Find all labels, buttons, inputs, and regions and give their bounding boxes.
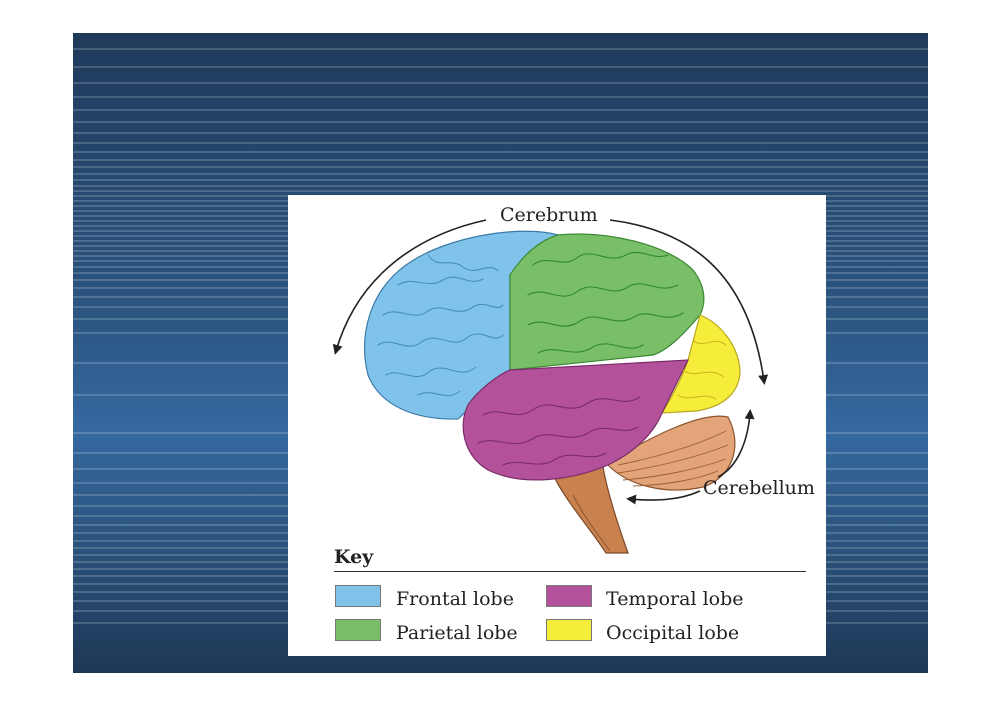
swatch-temporal-lobe bbox=[546, 585, 592, 607]
key-title: Key bbox=[334, 546, 374, 568]
cerebrum-arrow-left bbox=[332, 219, 487, 355]
brain-illustration bbox=[332, 219, 769, 554]
parietal-lobe bbox=[509, 233, 705, 371]
cerebellum-arrow-left bbox=[626, 490, 701, 505]
occipital-lobe bbox=[660, 314, 741, 414]
cerebellum-arrow-up bbox=[717, 409, 755, 478]
cerebrum-label: Cerebrum bbox=[500, 204, 598, 226]
key-label-temporal-lobe: Temporal lobe bbox=[606, 588, 744, 610]
key-label-frontal-lobe: Frontal lobe bbox=[396, 588, 514, 610]
key-label-parietal-lobe: Parietal lobe bbox=[396, 622, 518, 644]
swatch-occipital-lobe bbox=[546, 619, 592, 641]
key-label-occipital-lobe: Occipital lobe bbox=[606, 622, 740, 644]
brain-figure: Cerebrum Cerebellum Key Frontal lobe Tem… bbox=[288, 195, 826, 656]
swatch-parietal-lobe bbox=[335, 619, 381, 641]
cerebrum-arrow-right bbox=[609, 219, 769, 385]
temporal-lobe bbox=[462, 359, 689, 481]
cerebellum bbox=[605, 415, 736, 491]
brain-stem bbox=[549, 466, 629, 554]
key-divider bbox=[334, 571, 806, 572]
slide-background: Cerebrum Cerebellum Key Frontal lobe Tem… bbox=[73, 33, 928, 673]
cerebellum-label: Cerebellum bbox=[703, 477, 815, 499]
swatch-frontal-lobe bbox=[335, 585, 381, 607]
